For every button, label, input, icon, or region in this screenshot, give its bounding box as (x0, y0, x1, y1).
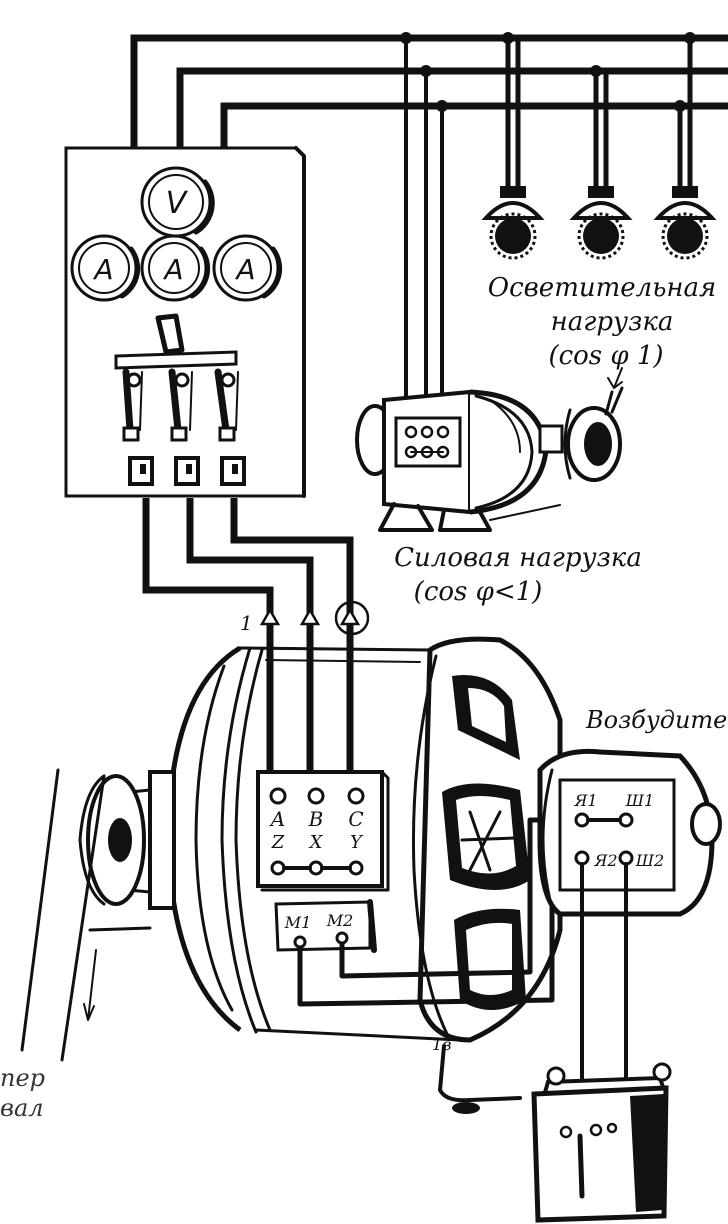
phase-bottom-Y: Y (350, 832, 364, 853)
switchboard-panel: V A A A (64, 146, 306, 498)
lamp-3 (653, 186, 717, 260)
faint-text-2: вал (0, 1094, 44, 1122)
exciter-terminal-Ya1: Я1 (573, 791, 597, 810)
exciter-terminal-Ya2: Я2 (593, 851, 617, 870)
phase-top-B: B (308, 807, 324, 831)
lighting-load-line-1: Осветительная (488, 273, 716, 303)
lighting-load-line-2: нагрузка (551, 307, 674, 337)
lamp-2 (569, 186, 633, 260)
marker-top: 1 (240, 611, 253, 635)
exciter-terminal-Sh1: Ш1 (625, 791, 654, 810)
power-load-line-1: Силовая нагрузка (394, 543, 642, 573)
field-terminal-M1: M1 (284, 913, 312, 932)
voltmeter-label: V (166, 186, 189, 221)
ammeter-2-label: A (162, 253, 183, 286)
power-load-label: Силовая нагрузка (cos φ<1) (394, 543, 642, 607)
phase-bottom-Z: Z (271, 832, 285, 853)
ammeter-3: A (212, 234, 283, 302)
lamp-drops (505, 35, 693, 193)
faint-text: пер вал (0, 1064, 45, 1122)
lighting-load-line-3: (cos φ 1) (548, 341, 663, 371)
field-terminal-M2: M2 (326, 911, 354, 930)
exciter-terminal-Sh2: Ш2 (635, 851, 664, 870)
busbar-2 (176, 67, 728, 150)
motor-drops (404, 36, 444, 422)
phase-bottom-X: X (308, 832, 324, 853)
generator: A B C Z X Y M1 M2 1в (20, 636, 563, 1114)
rheostat-wiring (580, 862, 628, 1082)
ammeter-1: A (70, 234, 141, 302)
ammeter-1-label: A (92, 253, 113, 286)
phase-top-A: A (269, 807, 285, 831)
faint-text-1: пер (0, 1064, 45, 1092)
field-rheostat (531, 1062, 672, 1223)
busbar-3 (220, 102, 728, 150)
marker-bottom: 1в (432, 1035, 452, 1054)
power-motor (355, 386, 624, 532)
voltmeter: V (140, 166, 215, 238)
fuses (128, 456, 246, 486)
lighting-load-label: Осветительная нагрузка (cos φ 1) (488, 273, 716, 389)
ammeter-3-label: A (234, 253, 255, 286)
exciter-title: Возбудите (585, 706, 727, 734)
power-load-line-2: (cos φ<1) (414, 577, 543, 607)
knife-switch (114, 313, 239, 442)
ammeter-2: A (140, 234, 211, 302)
exciter: Я1 Ш1 Я2 Ш2 Возбудите (537, 706, 727, 917)
phase-top-C: C (348, 807, 363, 831)
busbars (130, 32, 728, 150)
busbar-1 (130, 34, 728, 150)
lamp-1 (481, 186, 545, 260)
